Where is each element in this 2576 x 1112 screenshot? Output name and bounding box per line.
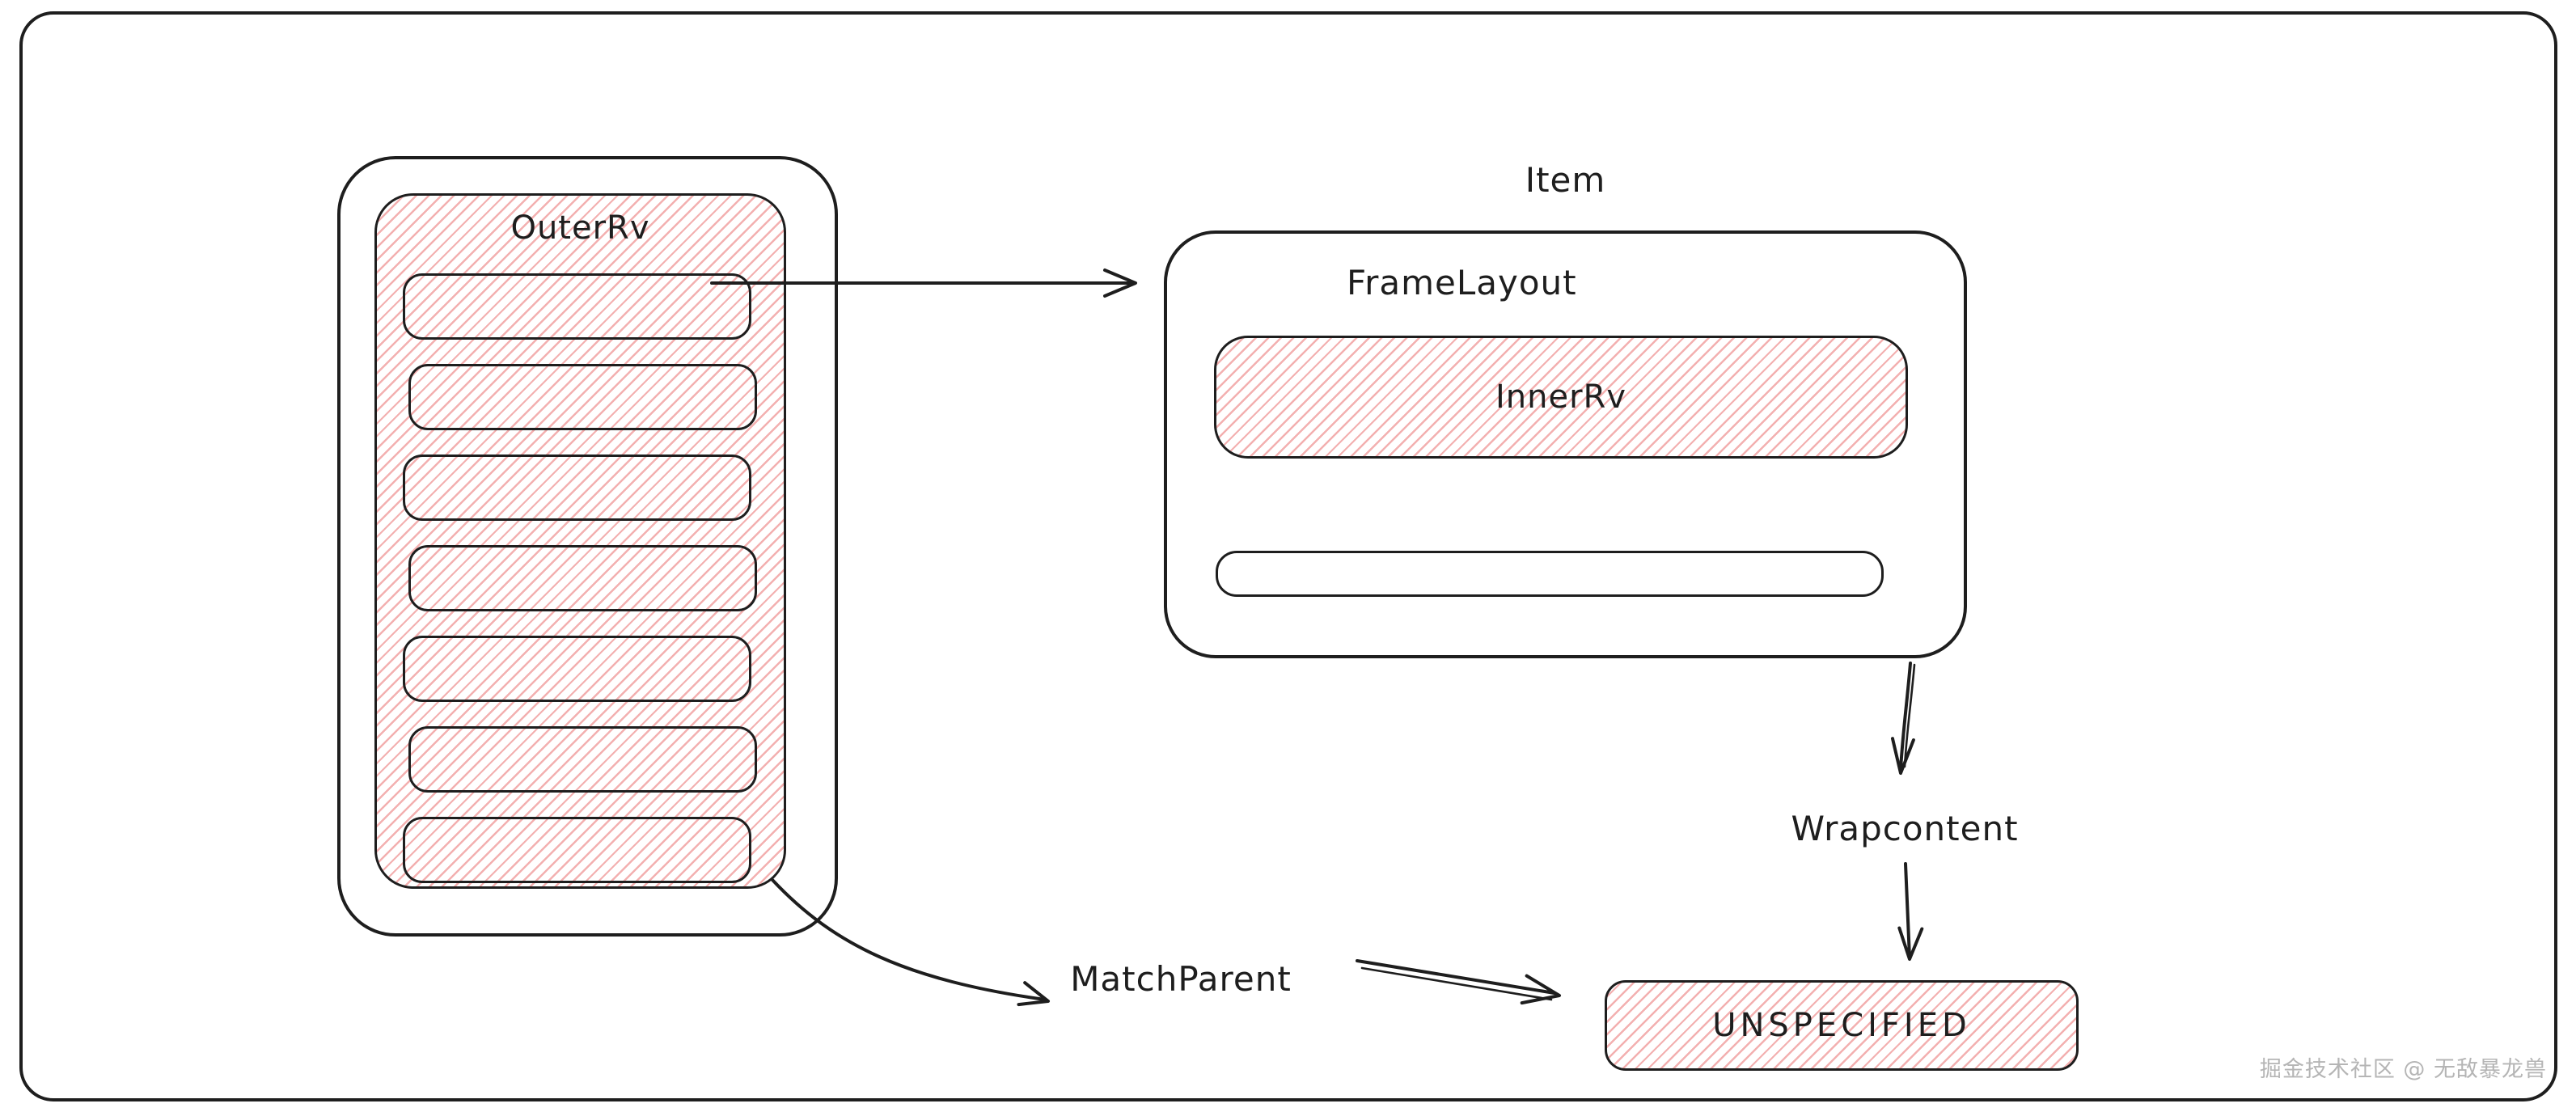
- unspecified-label: UNSPECIFIED: [1712, 1007, 1971, 1044]
- watermark: 掘金技术社区 @ 无敌暴龙兽: [2259, 1057, 2547, 1082]
- matchparent-label: MatchParent: [1070, 959, 1292, 999]
- outer-rv-row: [403, 455, 751, 521]
- wrapcontent-label: Wrapcontent: [1791, 809, 2019, 848]
- outer-rv-row: [403, 636, 751, 702]
- item-box: FrameLayout InnerRv: [1164, 230, 1967, 658]
- outer-rv-row: [408, 545, 757, 611]
- item-title: Item: [1525, 160, 1606, 200]
- outer-rv-row: [408, 364, 757, 430]
- unspecified-box: UNSPECIFIED: [1605, 980, 2079, 1071]
- frame-layout-label: FrameLayout: [1347, 263, 1577, 302]
- item-empty-row: [1216, 551, 1884, 597]
- outer-rv-label: OuterRv: [510, 209, 650, 247]
- outer-frame: [19, 11, 2557, 1101]
- outer-rv-panel: OuterRv: [374, 193, 786, 889]
- outer-rv-row: [403, 273, 751, 340]
- outer-rv-row: [403, 817, 751, 883]
- inner-rv-label: InnerRv: [1495, 378, 1627, 416]
- outer-rv-container: OuterRv: [337, 156, 838, 937]
- outer-rv-row: [408, 726, 757, 793]
- inner-rv-box: InnerRv: [1214, 336, 1908, 459]
